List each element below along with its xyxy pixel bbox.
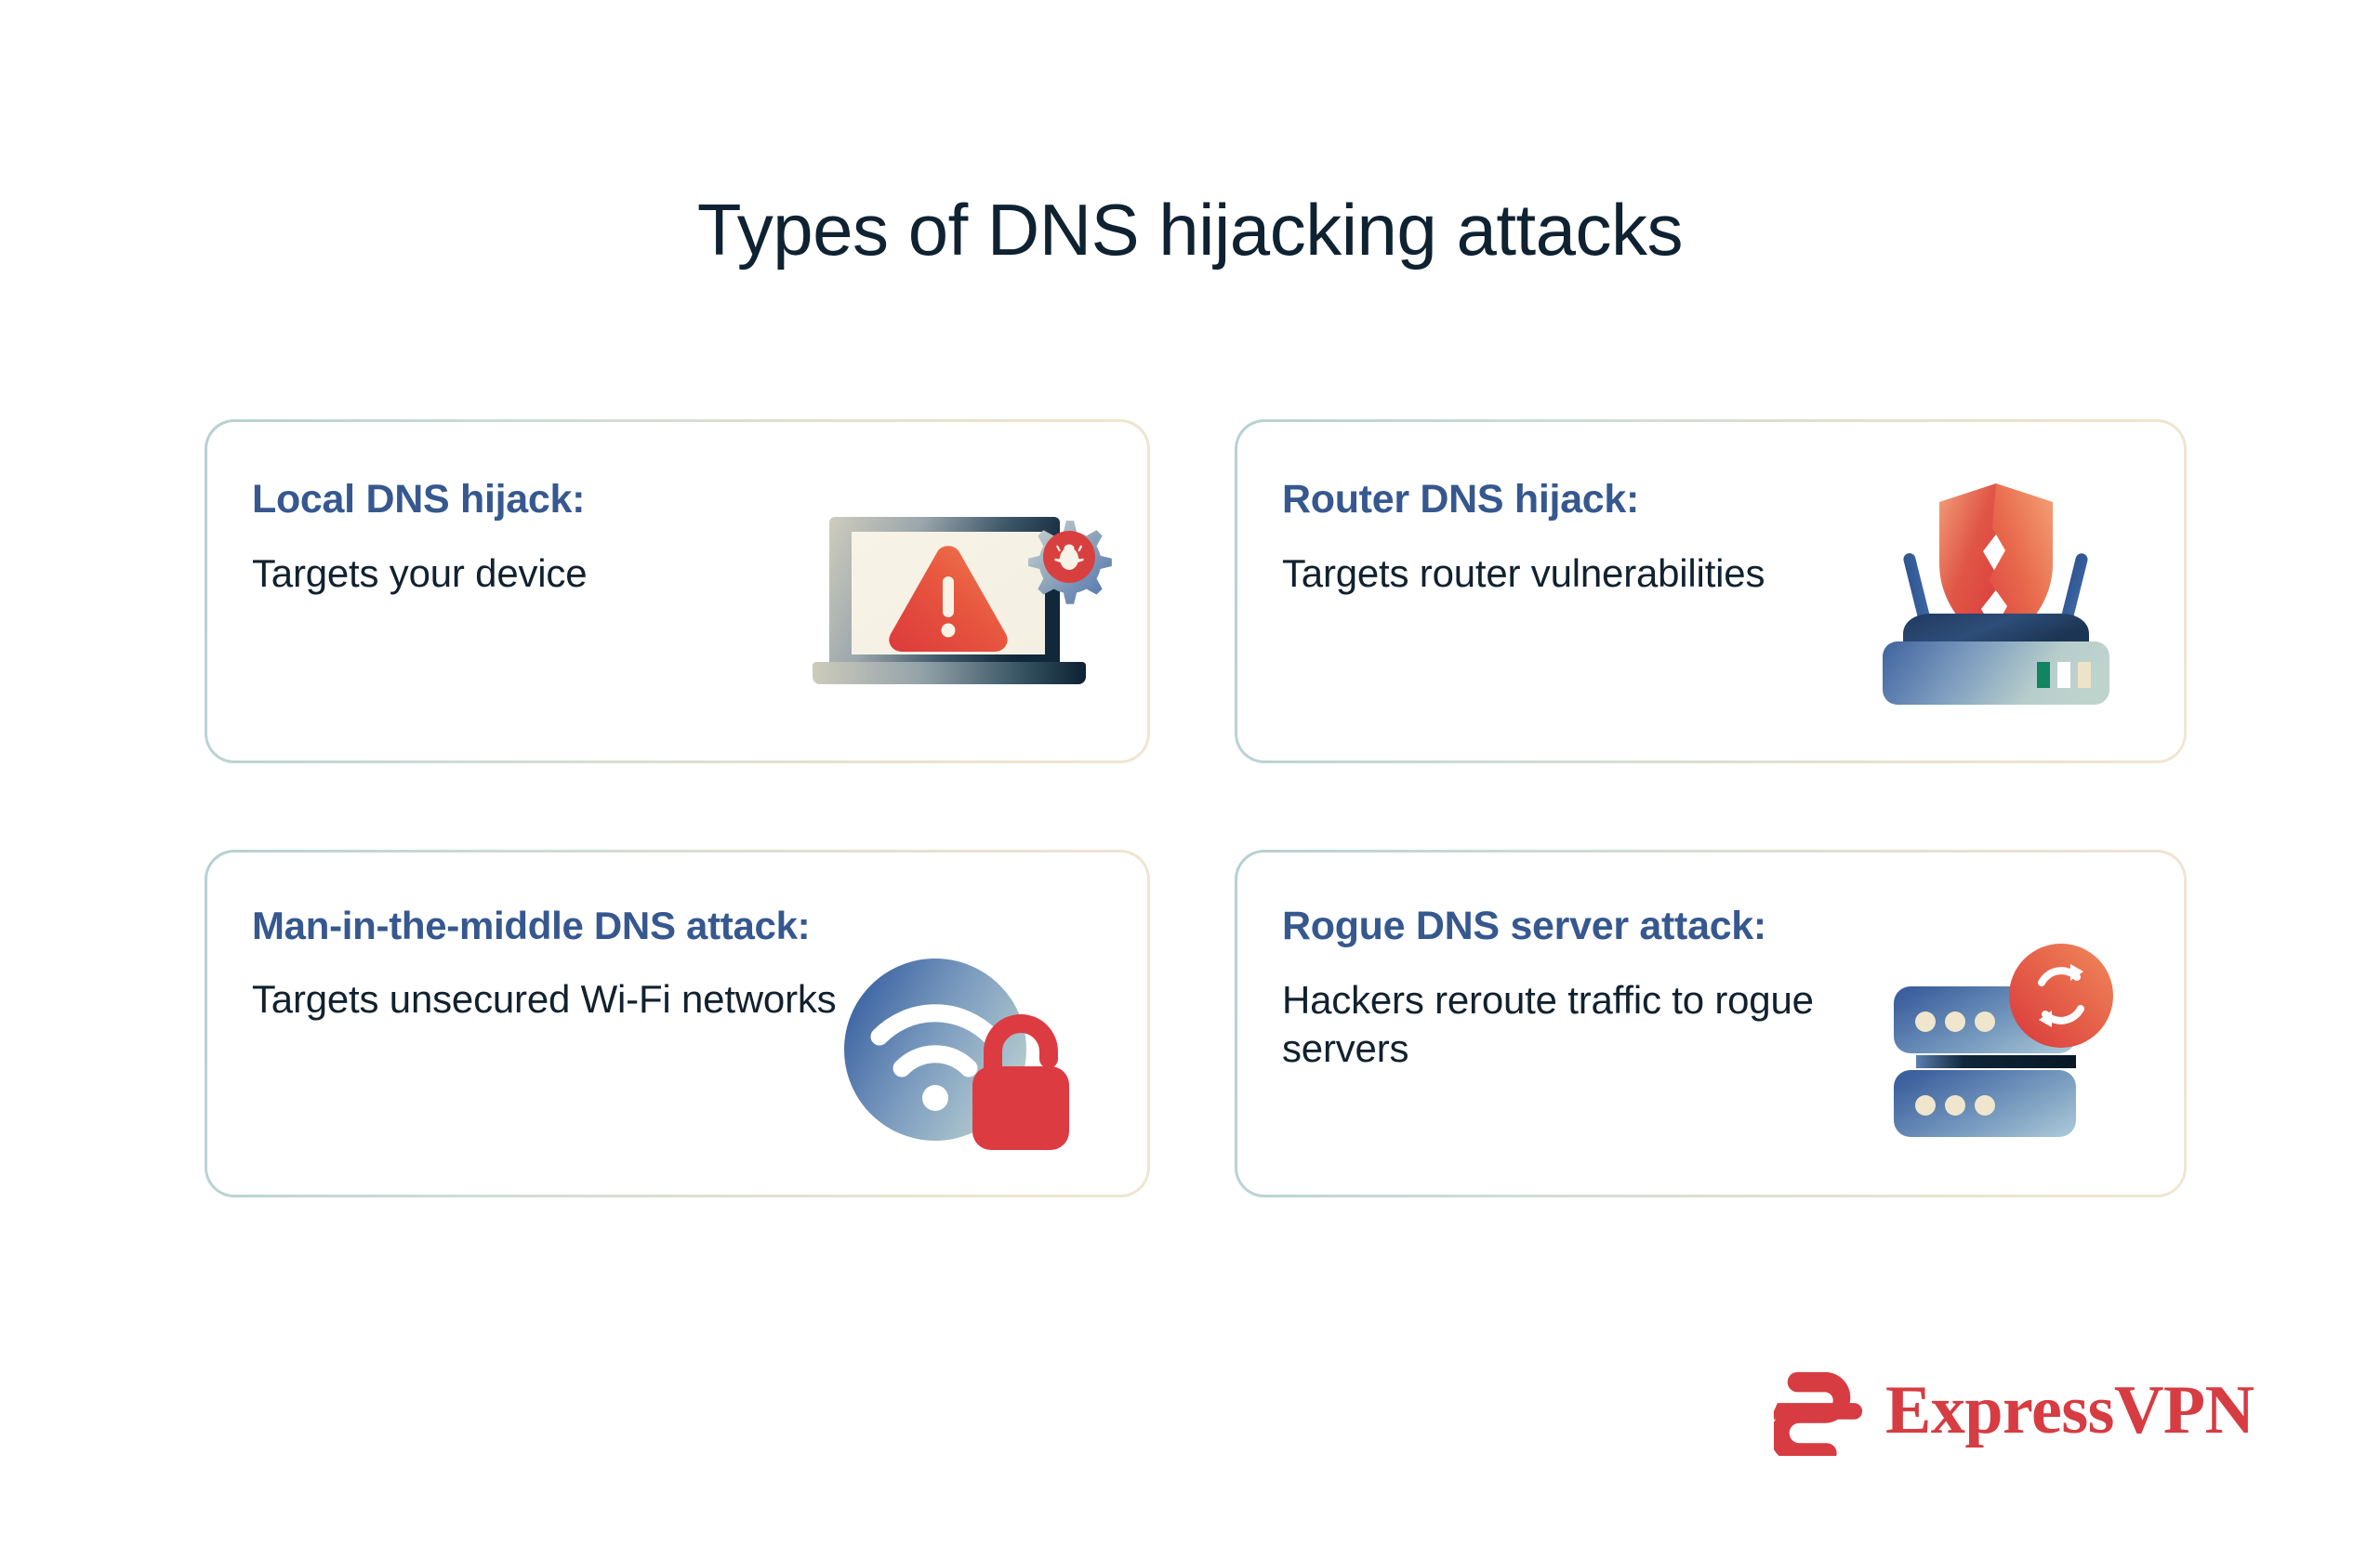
page-title: Types of DNS hijacking attacks xyxy=(696,189,1684,271)
card-rogue-dns-server-attack: Rogue DNS server attack: Hackers reroute… xyxy=(1235,850,2187,1197)
card-local-heading: Local DNS hijack: xyxy=(252,477,586,522)
wifi-open-padlock-icon xyxy=(837,951,1080,1167)
card-man-in-the-middle-dns-attack: Man-in-the-middle DNS attack: Targets un… xyxy=(205,850,1150,1197)
expressvpn-e-logo-icon xyxy=(1770,1365,1865,1463)
card-local-body: Targets your device xyxy=(252,551,588,596)
card-rogue-body: Hackers reroute traffic to rogue servers xyxy=(1282,978,1814,1070)
expressvpn-wordmark: ExpressVPN xyxy=(1885,1372,2254,1448)
card-mitm-body: Targets unsecured Wi-Fi networks xyxy=(252,977,837,1022)
card-router-dns-hijack: Router DNS hijack: Targets router vulner… xyxy=(1235,419,2187,763)
card-router-heading: Router DNS hijack: xyxy=(1282,477,1640,522)
laptop-warning-bug-icon xyxy=(807,480,1114,712)
card-rogue-text-block: Rogue DNS server attack: Hackers reroute… xyxy=(1282,904,1933,1072)
router-broken-shield-icon xyxy=(1866,470,2126,714)
card-rogue-heading: Rogue DNS server attack: xyxy=(1282,904,1766,948)
expressvpn-logo: ExpressVPN xyxy=(1770,1359,2254,1463)
card-mitm-text-block: Man-in-the-middle DNS attack: Targets un… xyxy=(252,904,921,1023)
card-local-dns-hijack: Local DNS hijack: Targets your device xyxy=(205,419,1150,763)
server-stack-refresh-icon xyxy=(1884,938,2126,1170)
card-local-text-block: Local DNS hijack: Targets your device xyxy=(252,477,828,598)
card-router-body: Targets router vulnerabilities xyxy=(1282,551,1765,596)
card-router-text-block: Router DNS hijack: Targets router vulner… xyxy=(1282,477,1858,598)
card-mitm-heading: Man-in-the-middle DNS attack: xyxy=(252,904,811,947)
